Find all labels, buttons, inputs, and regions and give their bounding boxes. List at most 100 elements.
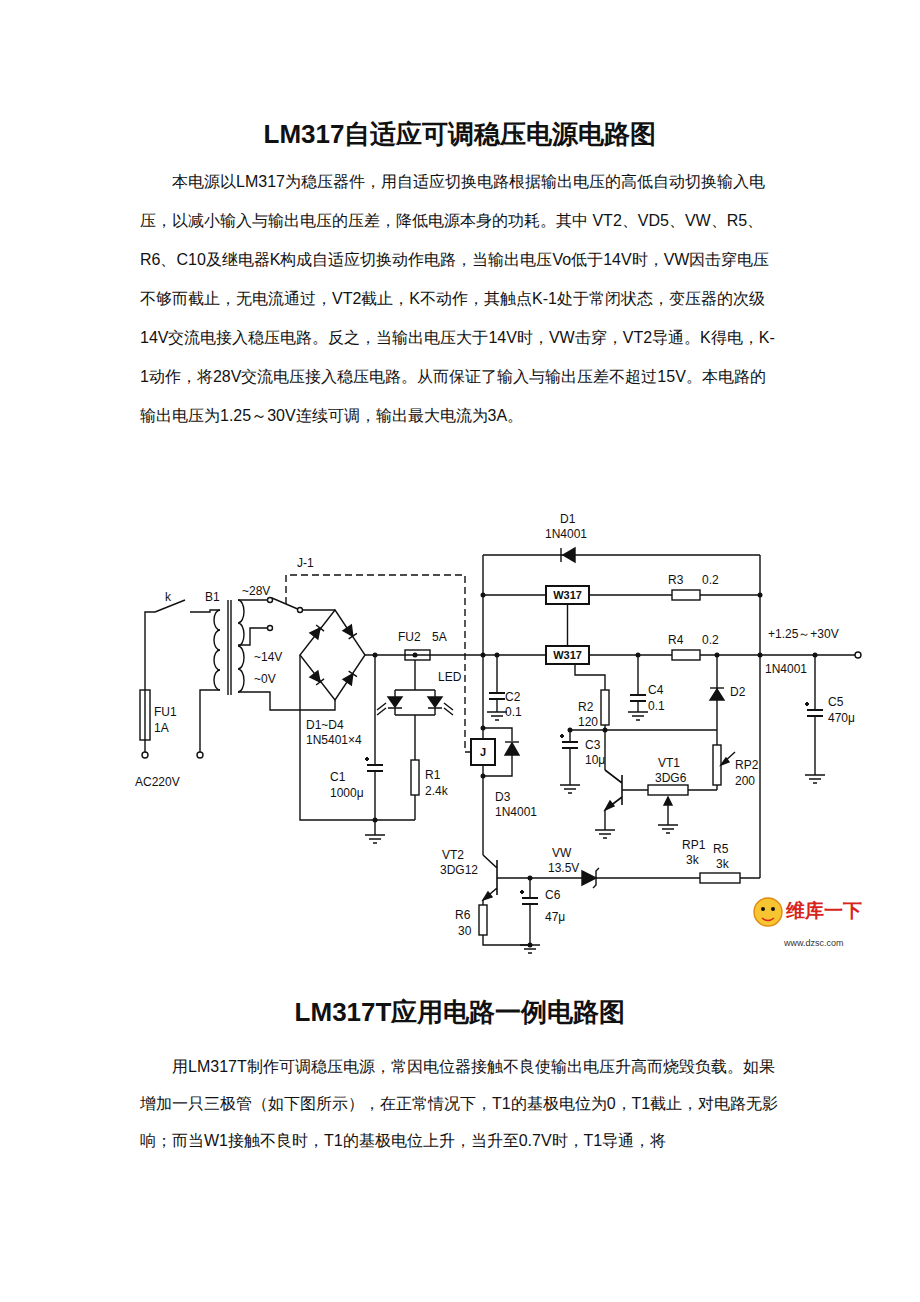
component-label: D3 — [495, 790, 510, 804]
junction-dot — [758, 593, 763, 598]
component-label: C5 — [828, 695, 843, 709]
capacitor-symbol — [489, 693, 505, 699]
junction-dot — [715, 653, 720, 658]
component-label: 200 — [735, 774, 755, 788]
junction-dot — [495, 653, 500, 658]
junction-dot — [373, 818, 378, 823]
junction-dot — [568, 728, 573, 733]
component-label: 1N4001 — [495, 805, 537, 819]
section-heading: LM317T应用电路一例电路图 — [0, 996, 920, 1028]
component-label: R6 — [455, 908, 470, 922]
part-name: W317 — [553, 589, 582, 601]
diode-symbol — [710, 689, 724, 700]
diode-symbol — [428, 697, 442, 707]
wire — [145, 555, 855, 945]
resistor-symbol — [672, 650, 700, 660]
bridge-rectifier — [310, 625, 324, 639]
component-label: C3 — [585, 738, 600, 752]
component-label: FU1 — [154, 705, 177, 719]
watermark-mascot — [754, 898, 782, 926]
wire — [145, 610, 220, 752]
ground-symbol — [628, 712, 648, 720]
bridge-rectifier — [343, 625, 357, 639]
junction-dot — [481, 593, 486, 598]
watermark-mascot — [762, 918, 774, 921]
component-label: R3 — [668, 573, 683, 587]
junction-dot — [373, 593, 818, 948]
capacitor-symbol — [630, 695, 646, 701]
zener-symbol — [582, 871, 596, 885]
wire — [496, 655, 497, 712]
component-label: 13.5V — [548, 861, 579, 875]
capacitor-symbol — [560, 734, 578, 748]
component-label: R5 — [713, 842, 728, 856]
junction-dot — [813, 653, 818, 658]
relay-linkage — [286, 575, 471, 752]
component-label: 120 — [578, 715, 598, 729]
capacitor-symbol — [365, 757, 383, 771]
component-label: 1000μ — [330, 786, 364, 800]
ground-symbol — [365, 835, 385, 843]
diode-symbol — [710, 687, 724, 688]
relay-linkage — [286, 575, 471, 752]
wire — [637, 655, 638, 712]
terminal — [197, 752, 203, 758]
component-label: k — [165, 590, 171, 604]
diode-symbol — [560, 548, 561, 562]
component-label: C1 — [330, 770, 345, 784]
potentiometer-wiper — [721, 758, 729, 765]
component-label: C2 — [505, 690, 520, 704]
transistor-symbol — [605, 801, 614, 810]
component-label: R2 — [578, 700, 593, 714]
transistor-symbol — [483, 770, 622, 900]
diode-symbol — [388, 690, 402, 715]
resistor-symbol — [648, 785, 688, 795]
component-label: VW — [552, 846, 571, 860]
component-label: ~0V — [254, 672, 276, 686]
capacitor-symbol — [520, 890, 538, 904]
ground-symbol — [560, 785, 580, 793]
ground-symbol — [487, 712, 507, 720]
ground-symbol — [805, 775, 825, 783]
switch-symbol — [268, 598, 273, 603]
switch-symbol — [268, 626, 273, 631]
component-label: 1N4001 — [765, 662, 807, 676]
wire-connector — [567, 605, 568, 645]
component-label: B1 — [205, 590, 220, 604]
terminal — [855, 652, 861, 658]
capacitor-symbol — [365, 693, 823, 904]
wire — [483, 555, 760, 738]
fuse-symbol — [145, 655, 430, 740]
component-label: RP1 — [682, 838, 705, 852]
component-label: ~28V — [242, 584, 270, 598]
diode-symbol — [388, 697, 402, 707]
transformer — [238, 600, 244, 692]
bridge-rectifier — [310, 625, 357, 685]
diode-symbol — [428, 690, 442, 715]
wire — [569, 730, 570, 785]
component-label: 1A — [154, 721, 169, 735]
body-paragraph: 用LM317T制作可调稳压电源，常因电位器接触不良使输出电压升高而烧毁负载。如果… — [140, 1048, 780, 1159]
component-label: 10μ — [585, 753, 605, 767]
page-title: LM317自适应可调稳压电源电路图 — [0, 118, 920, 150]
part-name: W317 — [553, 649, 582, 661]
potentiometer-wiper — [664, 797, 672, 805]
junction-dot — [373, 653, 378, 658]
regulator-box: W317 — [545, 585, 590, 605]
component-label: D1 — [560, 512, 575, 526]
transformer — [214, 600, 244, 695]
watermark: www.dzsc.com — [784, 938, 844, 949]
component-label: R1 — [425, 768, 440, 782]
component-label: J-1 — [297, 556, 314, 570]
component-label: ~14V — [254, 650, 282, 664]
diode-symbol — [377, 548, 724, 755]
zener-symbol — [593, 868, 599, 888]
resistor-symbol — [700, 873, 740, 883]
watermark: 维库一下 — [786, 900, 862, 922]
wire — [374, 655, 375, 835]
wire — [570, 665, 717, 770]
junction-dot — [758, 653, 763, 658]
component-label: 3DG12 — [440, 863, 478, 877]
component-label: 3k — [716, 857, 729, 871]
component-label: 30 — [458, 924, 471, 938]
